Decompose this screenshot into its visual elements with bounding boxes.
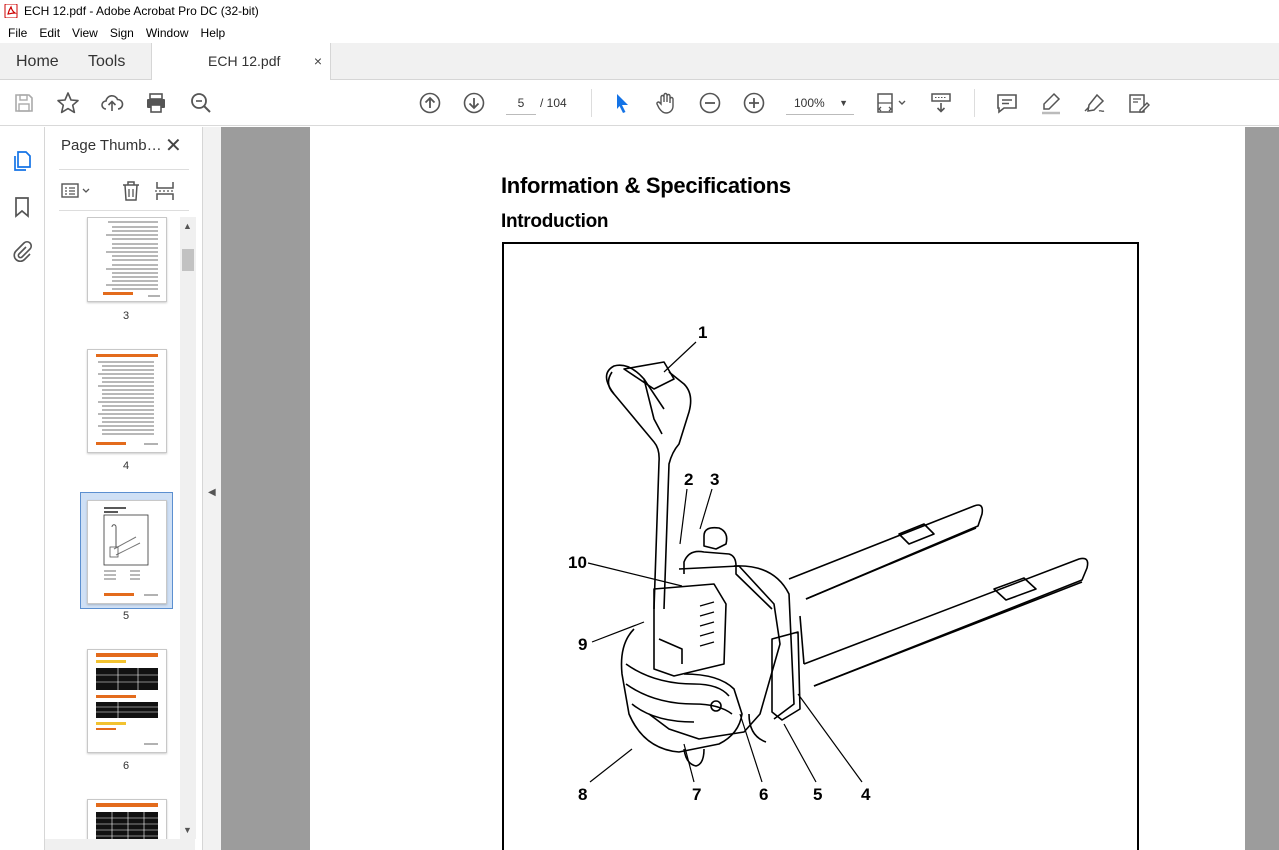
callout-label: 5 (813, 785, 822, 804)
scroll-down-icon[interactable]: ▼ (183, 825, 192, 835)
callout-label: 8 (578, 785, 587, 804)
page-thumbnail[interactable] (87, 349, 167, 453)
page-heading: Information & Specifications (501, 173, 791, 198)
upload-cloud-icon[interactable] (100, 91, 124, 115)
callout-label: 9 (578, 635, 587, 654)
page-thumbnail-selected[interactable] (87, 500, 167, 604)
tab-home[interactable]: Home (16, 53, 59, 70)
thumbnail-page-number: 3 (122, 310, 130, 322)
toolbar-divider (591, 89, 592, 117)
split-pages-icon[interactable] (153, 179, 177, 203)
highlight-pen-icon[interactable] (1039, 91, 1063, 115)
pdf-page: Information & Specifications Introductio… (310, 127, 1245, 850)
menu-file[interactable]: File (8, 25, 28, 40)
redact-stamp-icon[interactable] (1127, 91, 1151, 115)
hand-tool-icon[interactable] (654, 91, 678, 115)
thumbnail-horizontal-scrollbar[interactable] (45, 839, 195, 850)
scroll-mode-icon[interactable] (929, 91, 953, 115)
page-fit-icon[interactable] (876, 91, 910, 115)
pallet-truck-illustration: 1 2 3 10 9 8 7 6 5 4 (568, 323, 1089, 804)
zoom-out-icon[interactable] (698, 91, 722, 115)
page-subheading: Introduction (501, 211, 609, 232)
zoom-level-select[interactable]: 100% ▼ (786, 91, 854, 115)
main-toolbar: 5 / 104 100% ▼ (0, 80, 1279, 126)
callout-label: 3 (710, 470, 719, 489)
window-title: ECH 12.pdf - Adobe Acrobat Pro DC (32-bi… (24, 4, 259, 18)
page-number-input[interactable]: 5 (506, 91, 536, 115)
delete-trash-icon[interactable] (119, 179, 143, 203)
next-page-icon[interactable] (462, 91, 486, 115)
callout-label: 7 (692, 785, 701, 804)
menu-sign[interactable]: Sign (109, 25, 134, 40)
scroll-up-icon[interactable]: ▲ (183, 221, 192, 231)
panel-title: Page Thumb… (61, 137, 162, 154)
page-thumbnail[interactable] (87, 649, 167, 753)
tab-tools[interactable]: Tools (88, 53, 126, 70)
previous-page-icon[interactable] (418, 91, 442, 115)
bookmark-star-icon[interactable] (56, 91, 80, 115)
thumbnail-page-number: 4 (122, 460, 130, 472)
menu-view[interactable]: View (72, 25, 98, 40)
menu-help[interactable]: Help (200, 25, 226, 40)
zoom-in-icon[interactable] (742, 91, 766, 115)
zoom-level-value: 100% (794, 96, 825, 110)
thumbnail-scrollbar[interactable]: ▲ ▼ (180, 217, 196, 839)
thumbnail-list: 3 4 (45, 217, 181, 839)
sign-pen-icon[interactable] (1083, 91, 1107, 115)
scrollbar-thumb[interactable] (182, 249, 194, 271)
save-icon[interactable] (12, 91, 36, 115)
page-total: / 104 (540, 96, 567, 110)
print-icon[interactable] (144, 91, 168, 115)
callout-label: 6 (759, 785, 768, 804)
title-bar: ECH 12.pdf - Adobe Acrobat Pro DC (32-bi… (0, 0, 1279, 22)
bookmarks-icon[interactable] (10, 195, 34, 219)
select-cursor-icon[interactable] (610, 91, 634, 115)
page-thumbnails-panel: Page Thumb… ✕ 3 (45, 127, 203, 850)
attachments-paperclip-icon[interactable] (10, 240, 34, 264)
acrobat-icon (4, 4, 18, 18)
thumbnail-toolbar (59, 169, 189, 211)
page-thumbnails-icon[interactable] (10, 149, 34, 173)
thumbnail-options-icon[interactable] (59, 179, 95, 203)
callout-label: 1 (698, 323, 707, 342)
comment-icon[interactable] (995, 91, 1019, 115)
tab-bar: Home Tools ECH 12.pdf × (0, 43, 1279, 81)
callout-label: 10 (568, 553, 587, 572)
navigation-rail (0, 127, 45, 850)
tab-document-label: ECH 12.pdf (208, 53, 281, 69)
tab-document[interactable]: ECH 12.pdf × (151, 43, 331, 81)
zoom-search-icon[interactable] (189, 91, 213, 115)
menu-window[interactable]: Window (145, 25, 189, 40)
toolbar-divider (974, 89, 975, 117)
callout-label: 4 (861, 785, 871, 804)
panel-collapse-bar[interactable]: ◀ (203, 127, 221, 850)
callout-label: 2 (684, 470, 693, 489)
pallet-truck-figure: 1 2 3 10 9 8 7 6 5 4 (502, 242, 1139, 850)
menu-bar: File Edit View Sign Window Help (0, 22, 1279, 43)
document-viewer[interactable]: Information & Specifications Introductio… (221, 127, 1279, 850)
page-thumbnail[interactable] (87, 799, 167, 839)
tab-close-icon[interactable]: × (313, 53, 322, 69)
page-thumbnail[interactable] (87, 217, 167, 302)
chevron-down-icon: ▼ (839, 98, 848, 108)
thumbnail-page-number: 6 (122, 760, 130, 772)
menu-edit[interactable]: Edit (39, 25, 61, 40)
thumbnail-page-number: 5 (122, 610, 130, 622)
collapse-left-icon[interactable]: ◀ (208, 487, 216, 498)
panel-close-icon[interactable]: ✕ (165, 135, 182, 157)
